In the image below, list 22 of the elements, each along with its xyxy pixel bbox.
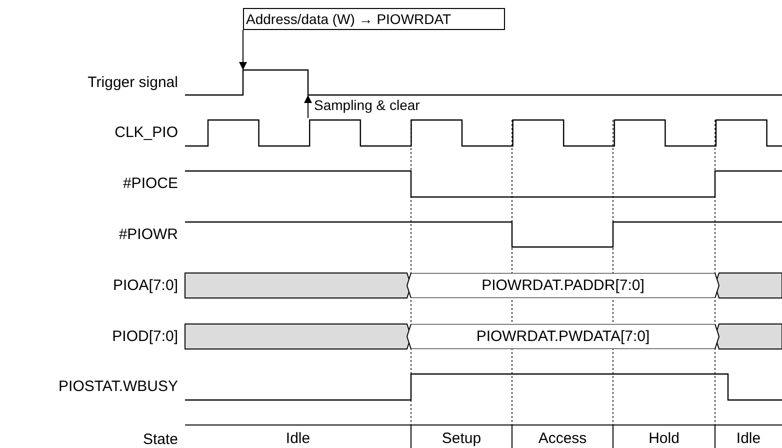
- waveform: [185, 69, 782, 96]
- annotation-box: Address/data (W) → PIOWRDAT: [243, 8, 505, 30]
- annotation-text: Sampling & clear: [314, 98, 420, 112]
- undefined-data-region: [714, 272, 782, 298]
- undefined-data-region: [184, 272, 412, 298]
- signal-name: PIOSTAT.WBUSY: [58, 379, 178, 394]
- signal-name: #PIOWR: [118, 227, 178, 242]
- state-name: Setup: [442, 431, 482, 446]
- arrow: [304, 94, 312, 118]
- bus-value-segment: PIOWRDAT.PADDR[7:0]: [404, 273, 722, 298]
- signal-name: PIOA[7:0]: [112, 278, 178, 293]
- undefined-data-region: [714, 324, 782, 350]
- state-name: Hold: [648, 431, 680, 446]
- state-name: Idle: [286, 431, 310, 446]
- state-name: Access: [538, 431, 587, 446]
- signal-name: #PIOCE: [122, 176, 178, 191]
- undefined-data-region: [184, 324, 412, 350]
- state-name: Idle: [736, 431, 761, 446]
- signal-name: State: [142, 432, 178, 447]
- arrow: [239, 30, 247, 70]
- signal-name: CLK_PIO: [114, 125, 178, 140]
- bus-value-segment: PIOWRDAT.PWDATA[7:0]: [404, 324, 722, 349]
